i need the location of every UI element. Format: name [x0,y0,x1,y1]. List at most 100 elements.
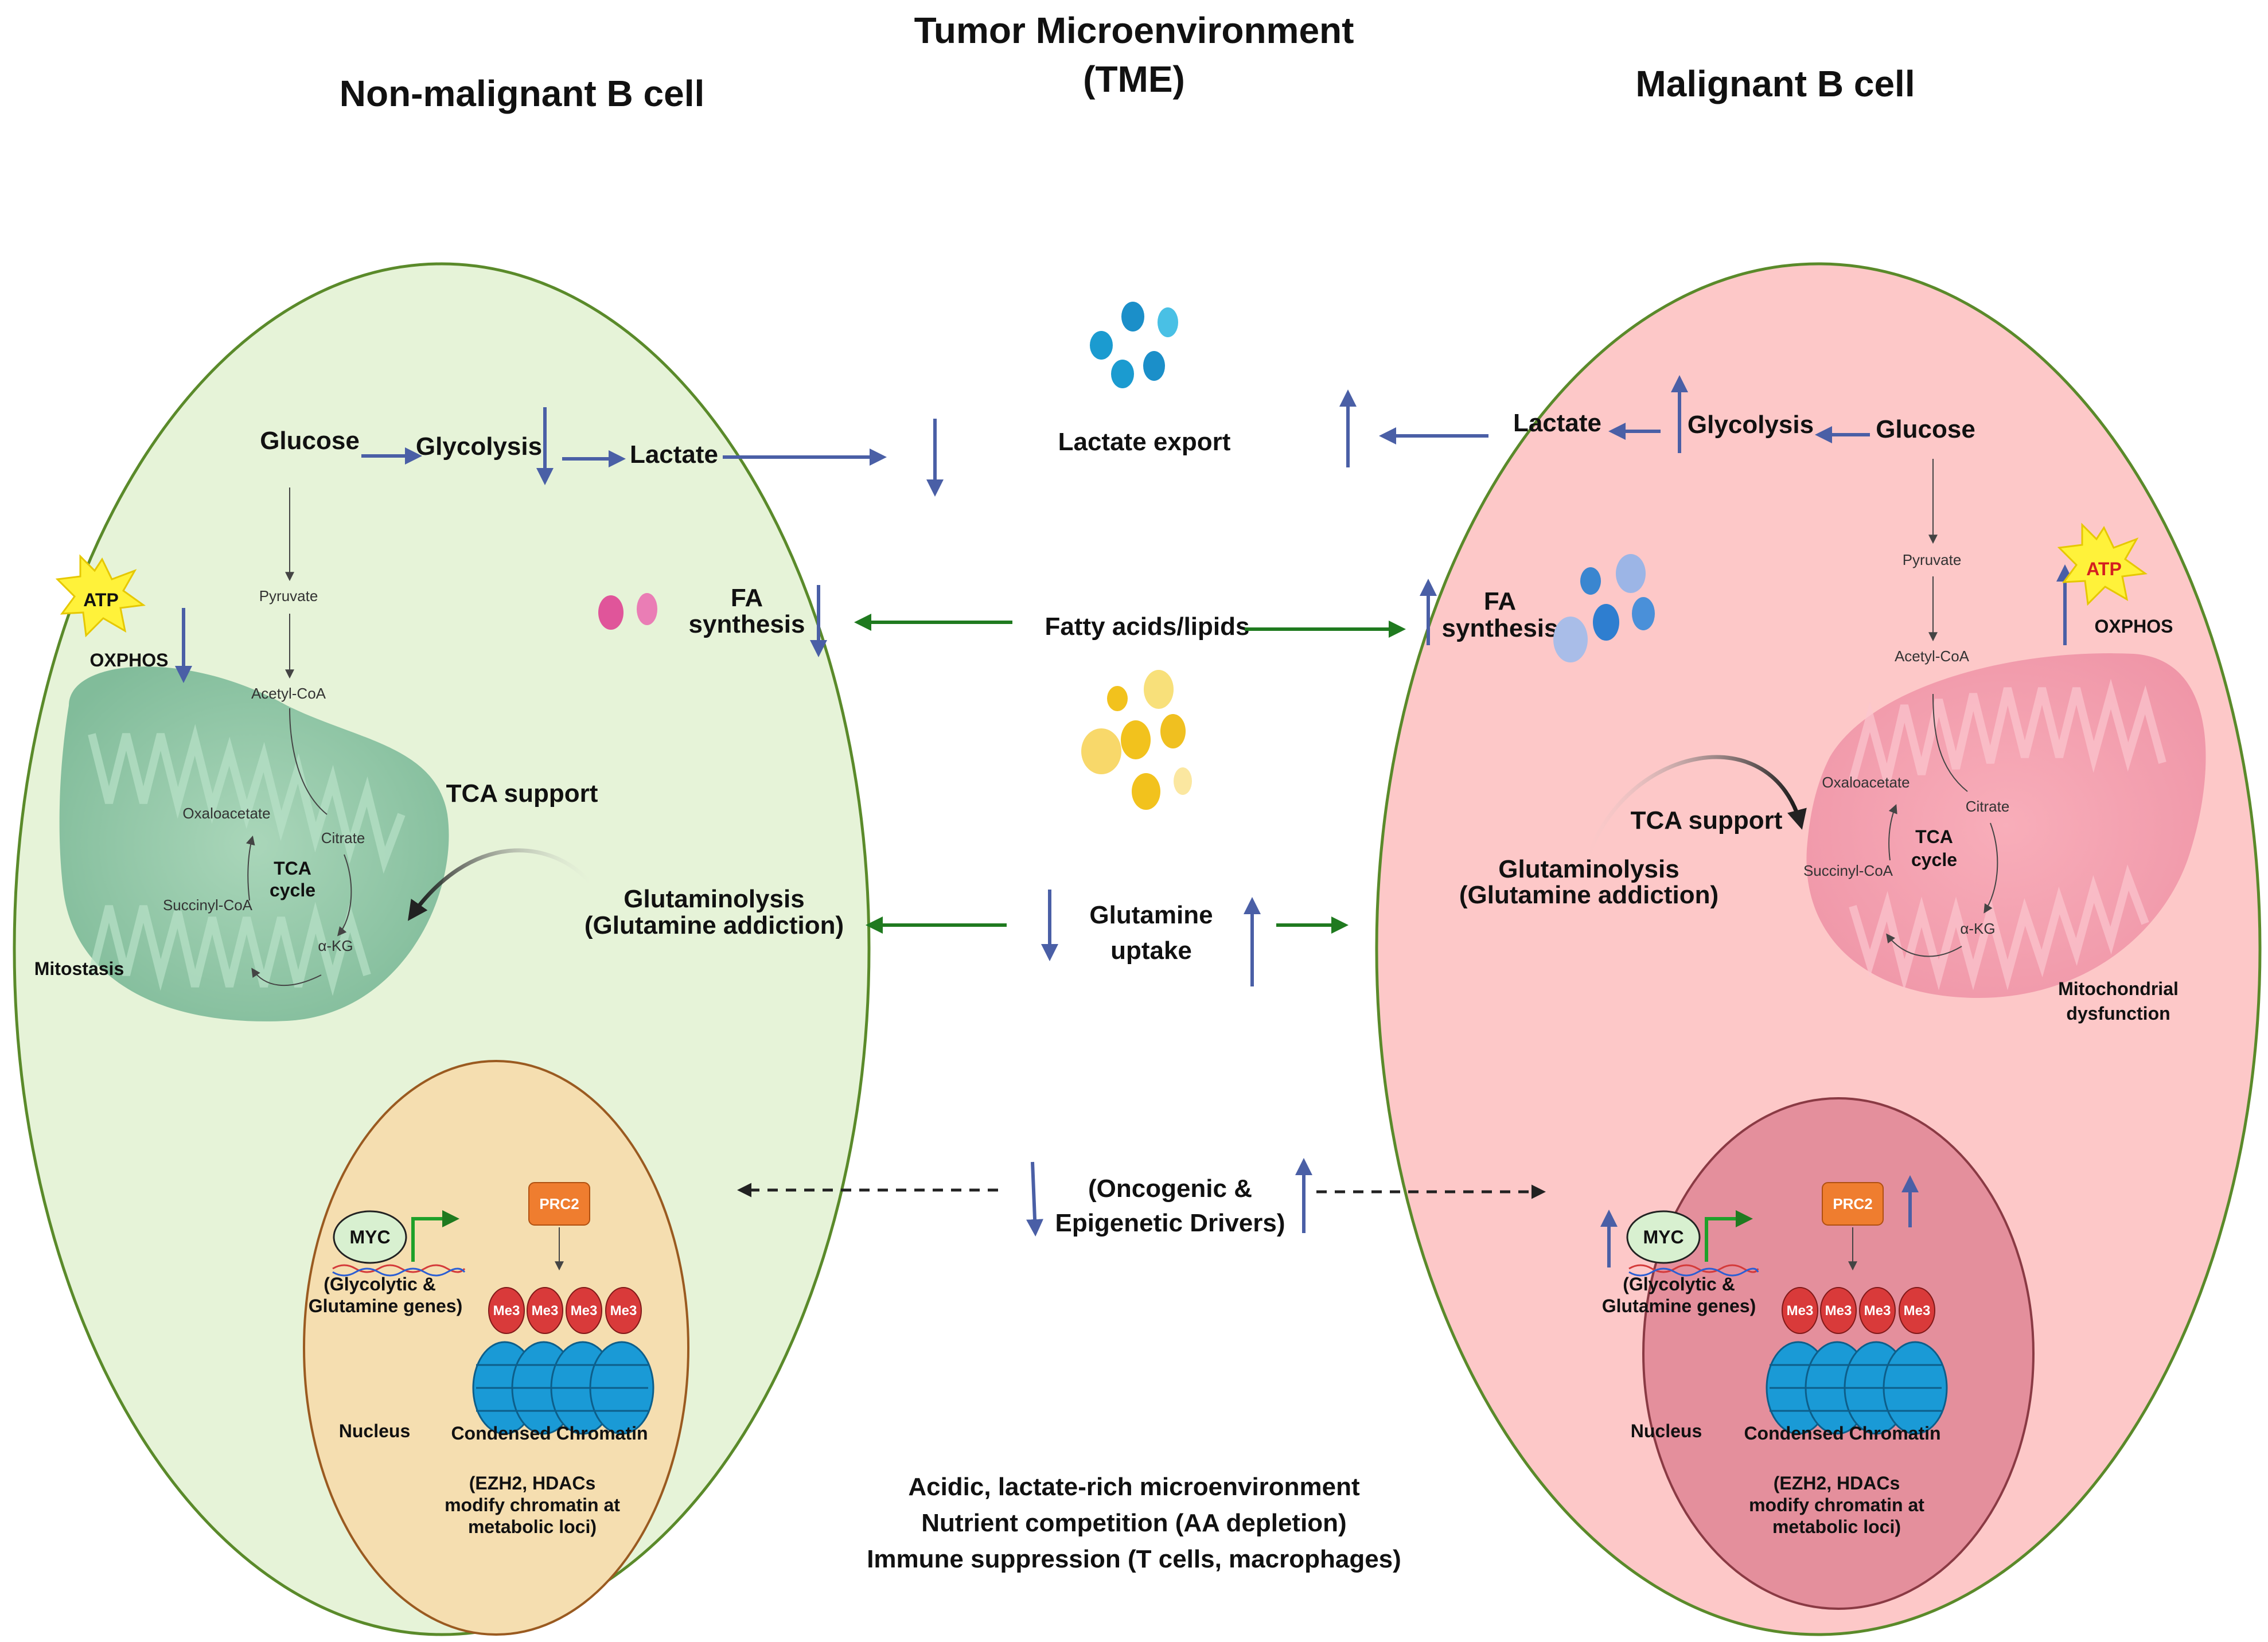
left-dna-icon [332,1264,466,1273]
left-me3-label: Me3 [610,1303,637,1319]
left-tca-line1: TCA [274,858,311,879]
left-lipid-droplet [637,593,657,625]
left-chromatin-label: Condensed Chromatin [451,1423,648,1444]
right-me3-label: Me3 [1825,1303,1852,1319]
left-pyruvate-label: Pyruvate [259,587,318,604]
lactate-droplets [1090,302,1178,388]
right-tca-line1: TCA [1915,826,1953,847]
left-fa-line2: synthesis [689,610,805,638]
bottom-line1: Acidic, lactate-rich microenvironment [908,1473,1360,1501]
left-mitostasis-label: Mitostasis [34,958,124,979]
right-tca-arc-right [1983,822,1998,914]
right-me3-label: Me3 [1787,1303,1814,1319]
left-fa-line1: FA [731,584,763,612]
left-me3-label: Me3 [571,1303,598,1319]
lactate-export-label: Lactate export [1058,428,1231,456]
right-oxaloacetate-label: Oxaloacetate [1822,774,1910,791]
right-ezh2-line3: metabolic loci) [1772,1516,1901,1537]
left-glucose-label: Glucose [260,427,360,455]
right-fa-line1: FA [1484,587,1516,615]
right-me3-label: Me3 [1904,1303,1931,1319]
left-atp-label: ATP [83,590,119,610]
left-ezh2-line1: (EZH2, HDACs [469,1473,595,1493]
left-dna-icon [332,1267,466,1277]
left-me3-mark [527,1287,563,1334]
left-oxaloacetate-label: Oxaloacetate [182,805,270,822]
title-line1: Tumor Microenvironment [914,10,1354,51]
bottom-line2: Nutrient competition (AA depletion) [921,1509,1346,1537]
left-cell-title: Non-malignant B cell [340,73,705,114]
left-akg-label: α-KG [318,937,353,954]
left-lactate-label: Lactate [630,440,718,469]
right-atp-label: ATP [2086,559,2122,579]
right-me3-row: Me3 Me3 Me3 Me3 [1782,1287,1935,1334]
right-mitochondrion [1806,653,2206,998]
right-genes-line2: Glutamine genes) [1602,1296,1756,1316]
right-genes-line1: (Glycolytic & [1623,1274,1735,1294]
left-tca-line2: cycle [270,880,315,900]
right-me3-label: Me3 [1864,1303,1891,1319]
right-lipid-droplets [1553,554,1655,662]
right-myc-promoter-arrow [1705,1210,1753,1262]
right-mito-line2: dysfunction [2066,1003,2170,1024]
right-glutaminolysis-line2: (Glutamine addiction) [1459,881,1718,909]
left-prc2-label: PRC2 [539,1195,579,1212]
left-tca-arc-left [245,835,255,901]
bottom-line3: Immune suppression (T cells, macrophages… [867,1545,1401,1573]
right-dna-icon [1628,1264,1759,1273]
left-tca-support-label: TCA support [446,779,598,808]
left-ezh2-line2: modify chromatin at [445,1495,620,1515]
left-me3-mark [488,1287,525,1334]
drivers-line2: Epigenetic Drivers) [1055,1209,1285,1237]
left-glutaminolysis-line2: (Glutamine addiction) [584,911,844,939]
right-glucose-label: Glucose [1876,415,1975,443]
left-acetyl-to-tca [289,708,328,815]
right-cell-title: Malignant B cell [1635,63,1915,104]
left-me3-mark [605,1287,642,1334]
right-acetyl-to-tca [1932,693,1968,792]
drivers-down-arrow [1026,1161,1044,1237]
right-mito-line1: Mitochondrial [2058,978,2179,999]
right-tca-support-arrow [1587,755,1807,856]
right-me3-mark [1859,1287,1896,1334]
left-lipid-droplet [598,595,623,630]
glutamine-line1: Glutamine [1089,901,1213,929]
right-atp-burst-icon [2057,522,2148,606]
left-acetyl-coa-label: Acetyl-CoA [251,685,326,702]
right-me3-mark [1782,1287,1818,1334]
left-ezh2-line3: metabolic loci) [468,1516,597,1537]
right-tca-arc-bottom [1886,933,1962,957]
left-glycolysis-label: Glycolysis [416,432,542,461]
left-tca-arc-right [337,854,352,937]
right-succinyl-coa-label: Succinyl-CoA [1803,862,1893,879]
left-myc-box [333,1210,407,1264]
left-glutaminolysis-line1: Glutaminolysis [623,885,804,913]
right-ezh2-line1: (EZH2, HDACs [1774,1473,1900,1493]
right-myc-label: MYC [1643,1227,1684,1247]
right-glycolysis-label: Glycolysis [1688,411,1814,439]
lipid-droplets [1081,670,1192,810]
left-myc-promoter-arrow [411,1210,459,1262]
left-myc-label: MYC [349,1227,390,1247]
left-genes-line1: (Glycolytic & [324,1274,436,1294]
left-succinyl-coa-label: Succinyl-CoA [163,896,253,914]
right-pyruvate-label: Pyruvate [1903,551,1962,568]
malignant-cell [1375,262,2262,1636]
right-myc-box [1626,1210,1701,1264]
right-akg-label: α-KG [1960,920,1995,937]
glutamine-line2: uptake [1110,937,1192,965]
left-me3-label: Me3 [493,1303,520,1319]
left-citrate-label: Citrate [321,829,365,847]
left-tca-support-arrow [407,848,593,921]
left-chromatin-icon [472,1341,654,1435]
right-me3-mark [1899,1287,1935,1334]
left-atp-burst-icon [55,554,146,638]
left-me3-mark [566,1287,602,1334]
right-citrate-label: Citrate [1966,798,2010,815]
right-me3-mark [1820,1287,1857,1334]
left-nucleus-label: Nucleus [339,1421,410,1441]
right-chromatin-icon [1766,1341,1948,1435]
drivers-line1: (Oncogenic & [1088,1175,1252,1203]
